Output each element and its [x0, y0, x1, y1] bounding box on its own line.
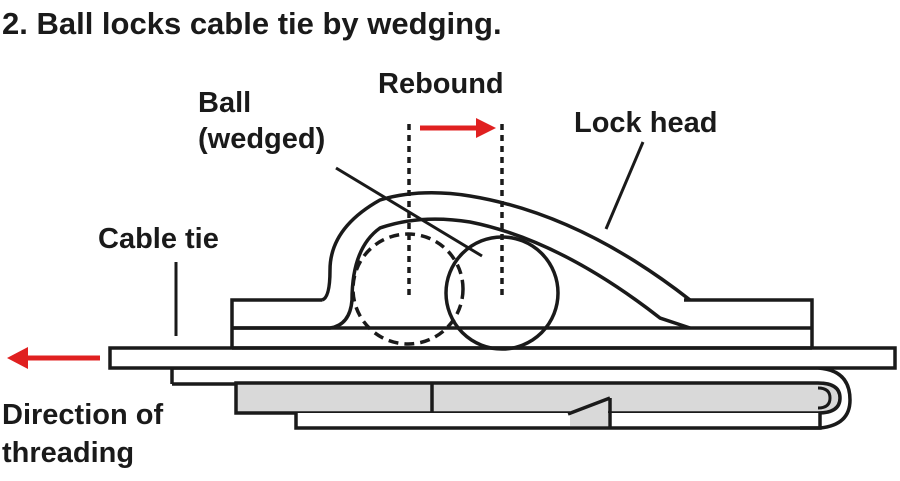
- base-plate: [294, 396, 822, 430]
- lower-layer: [172, 366, 852, 430]
- lock-head-spring: [232, 191, 692, 330]
- lock-head-housing: [230, 298, 814, 350]
- lock-head-leader-line: [604, 141, 645, 230]
- diagram-title: 2. Ball locks cable tie by wedging.: [2, 6, 502, 41]
- cable-tie-strap: [108, 346, 897, 370]
- threading-arrow: [7, 347, 100, 369]
- direction-label: Direction of: [2, 399, 163, 431]
- threading-label: threading: [2, 437, 134, 469]
- rebound-arrow: [420, 118, 496, 138]
- lower-strap: [234, 381, 842, 415]
- rebound-label: Rebound: [378, 68, 504, 100]
- ball-label: Ball: [198, 87, 251, 119]
- ball-wedged-label: (wedged): [198, 123, 325, 155]
- lock-head-label: Lock head: [574, 107, 717, 139]
- cable-tie-label: Cable tie: [98, 223, 219, 255]
- ball-leader-line: [335, 166, 483, 258]
